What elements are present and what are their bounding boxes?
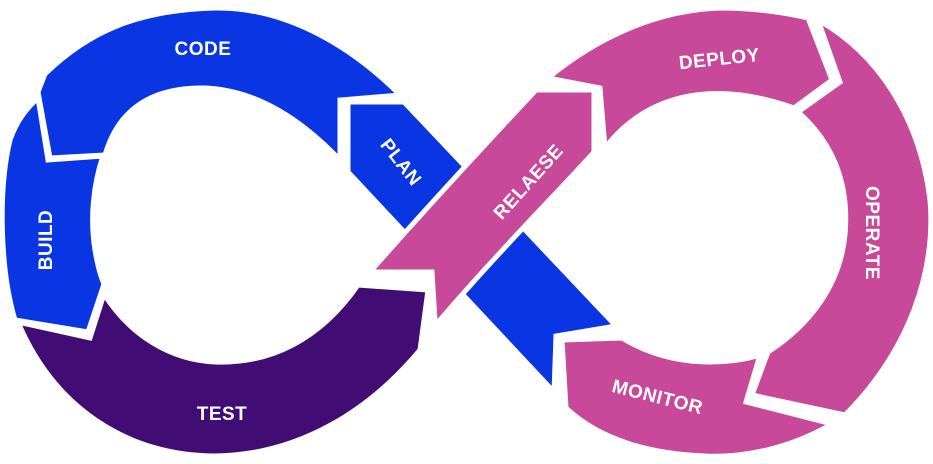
test-segment	[13, 282, 431, 459]
operate-label: OPERATE	[861, 186, 882, 280]
release-segment	[364, 87, 597, 337]
code-label: CODE	[175, 39, 232, 60]
operate-segment	[748, 14, 933, 418]
build-label: BUILD	[36, 210, 57, 271]
monitor-segment	[559, 335, 839, 459]
test-label: TEST	[197, 404, 248, 425]
deploy-segment	[542, 5, 836, 155]
code-segment	[35, 5, 406, 167]
